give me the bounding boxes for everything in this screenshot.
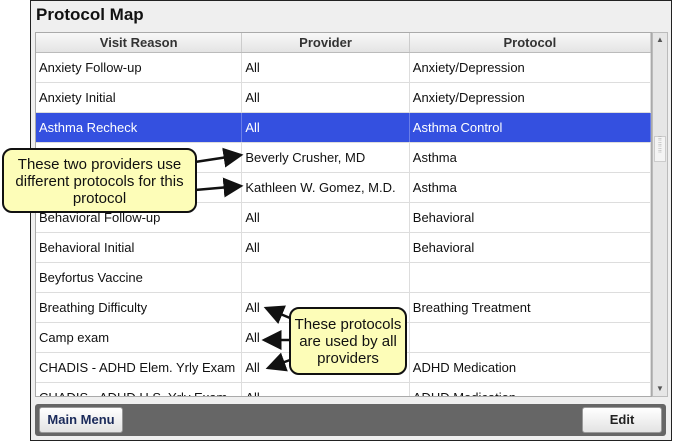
protocol-cell: ADHD Medication bbox=[410, 383, 651, 396]
provider-cell: All bbox=[242, 83, 410, 112]
page-title: Protocol Map bbox=[36, 5, 144, 24]
provider-cell: All bbox=[242, 233, 410, 262]
column-protocol[interactable]: Protocol bbox=[410, 33, 651, 52]
visit-reason-cell: Anxiety Initial bbox=[36, 83, 243, 112]
table-header: Visit Reason Provider Protocol bbox=[36, 33, 651, 53]
protocol-map-window: Protocol Map Visit Reason Provider Proto… bbox=[30, 0, 672, 441]
column-provider[interactable]: Provider bbox=[242, 33, 410, 52]
callout-all-providers: These protocols are used by all provider… bbox=[289, 307, 407, 375]
protocol-cell: Behavioral bbox=[410, 233, 651, 262]
protocol-cell bbox=[410, 263, 651, 292]
provider-cell: All bbox=[242, 353, 410, 382]
visit-reason-cell: CHADIS - ADHD H.S. Yrly Exam bbox=[36, 383, 243, 396]
protocol-cell: Anxiety/Depression bbox=[410, 83, 651, 112]
protocol-cell: ADHD Medication bbox=[410, 353, 651, 382]
column-visit-reason[interactable]: Visit Reason bbox=[36, 33, 243, 52]
edit-button[interactable]: Edit bbox=[582, 407, 662, 433]
table-row[interactable]: Kathleen W. Gomez, M.D.Asthma bbox=[36, 173, 651, 203]
visit-reason-cell: Beyfortus Vaccine bbox=[36, 263, 243, 292]
visit-reason-cell: CHADIS - ADHD Elem. Yrly Exam bbox=[36, 353, 243, 382]
provider-cell: Beverly Crusher, MD bbox=[242, 143, 410, 172]
scroll-down-icon[interactable]: ▼ bbox=[656, 384, 664, 393]
visit-reason-cell: Asthma Recheck bbox=[36, 113, 243, 142]
protocol-cell bbox=[410, 323, 651, 352]
provider-cell: All bbox=[242, 293, 410, 322]
visit-reason-cell: Camp exam bbox=[36, 323, 243, 352]
visit-reason-cell: Behavioral Initial bbox=[36, 233, 243, 262]
provider-cell bbox=[242, 263, 410, 292]
visit-reason-cell: Breathing Difficulty bbox=[36, 293, 243, 322]
provider-cell: All bbox=[242, 323, 410, 352]
table-row[interactable]: Beyfortus Vaccine bbox=[36, 263, 651, 293]
bottom-toolbar: Main Menu Edit bbox=[35, 404, 666, 436]
provider-cell: All bbox=[242, 203, 410, 232]
protocol-cell: Asthma Control bbox=[410, 113, 651, 142]
protocol-cell: Asthma bbox=[410, 143, 651, 172]
provider-cell: All bbox=[242, 113, 410, 142]
visit-reason-cell: Anxiety Follow-up bbox=[36, 53, 243, 82]
protocol-cell: Asthma bbox=[410, 173, 651, 202]
vertical-scrollbar[interactable]: ▲ ⠿⠿⠿ ▼ bbox=[652, 32, 668, 397]
callout-providers: These two providers use different protoc… bbox=[2, 148, 197, 213]
protocol-cell: Breathing Treatment bbox=[410, 293, 651, 322]
protocol-cell: Behavioral bbox=[410, 203, 651, 232]
scroll-up-icon[interactable]: ▲ bbox=[656, 35, 664, 44]
provider-cell: All bbox=[242, 53, 410, 82]
scroll-thumb[interactable]: ⠿⠿⠿ bbox=[654, 136, 666, 162]
visit-reason-cell: Behavioral Follow-up bbox=[36, 203, 243, 232]
main-menu-button[interactable]: Main Menu bbox=[39, 407, 123, 433]
provider-cell: Kathleen W. Gomez, M.D. bbox=[242, 173, 410, 202]
protocol-cell: Anxiety/Depression bbox=[410, 53, 651, 82]
provider-cell: All bbox=[242, 383, 410, 396]
